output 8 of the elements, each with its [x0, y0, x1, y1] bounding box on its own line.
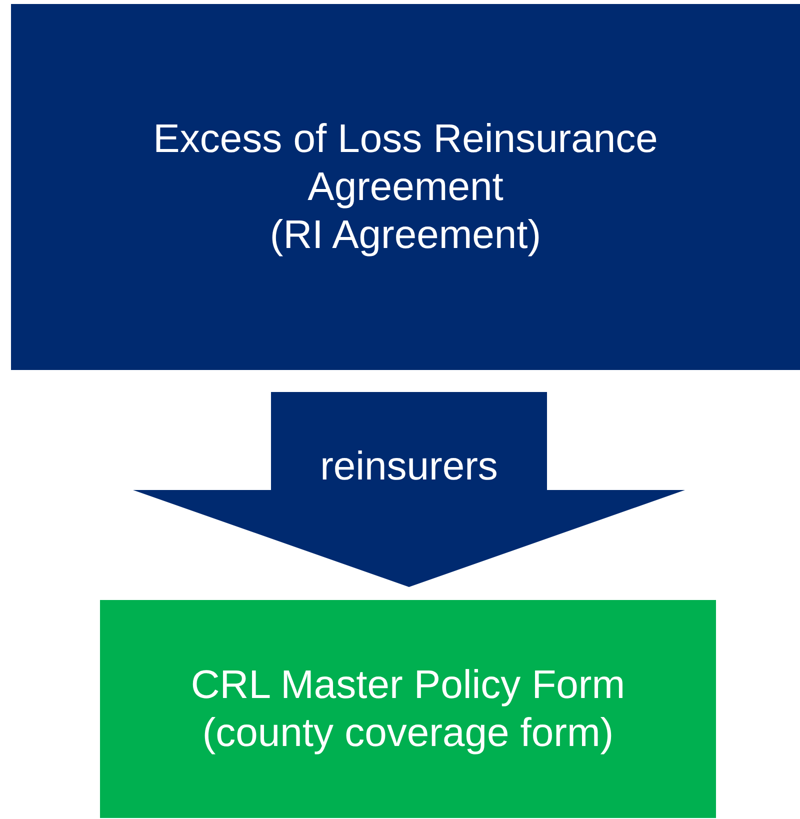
- box-text: (RI Agreement): [270, 212, 542, 259]
- box-text: Excess of Loss Reinsurance Agreement: [152, 116, 659, 211]
- box-text: CRL Master Policy Form: [190, 662, 626, 709]
- edge-label: reinsurers: [320, 444, 498, 490]
- process-box: [11, 4, 800, 370]
- box-text: (county coverage form): [202, 710, 614, 757]
- process-box: [100, 600, 716, 818]
- block-arrow: [133, 392, 685, 587]
